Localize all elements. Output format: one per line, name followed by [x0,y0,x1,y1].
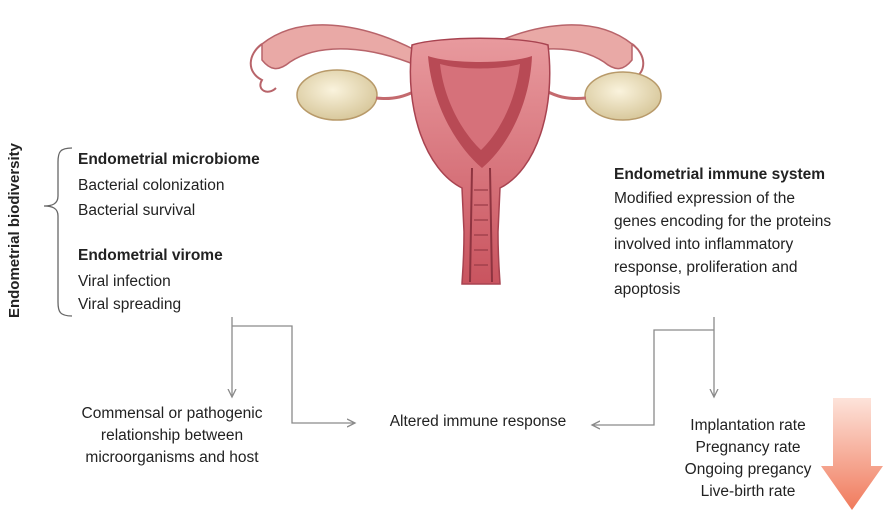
immune-line-5: apoptosis [614,280,680,300]
implantation-rate: Implantation rate [668,416,828,436]
decrease-arrow [821,398,883,510]
altered-immune-response: Altered immune response [362,412,594,432]
uterus-illustration [251,25,661,284]
right-connector [592,317,714,425]
live-birth-rate: Live-birth rate [668,482,828,502]
microbiome-item-survival: Bacterial survival [78,201,195,221]
left-fallopian-tube [262,25,418,69]
ongoing-pregnancy: Ongoing pregancy [668,460,828,480]
left-brace [44,148,72,316]
virome-item-infection: Viral infection [78,272,171,292]
immune-line-3: involved into inflammatory [614,235,793,255]
immune-line-4: response, proliferation and [614,258,798,278]
left-ovary [297,70,377,120]
virome-title: Endometrial virome [78,246,223,266]
immune-system-title: Endometrial immune system [614,165,825,185]
immune-line-1: Modified expression of the [614,189,795,209]
outcome-left-line-3: microorganisms and host [52,448,292,468]
outcome-left-line-1: Commensal or pathogenic [52,404,292,424]
microbiome-title: Endometrial microbiome [78,150,260,170]
side-label-container: Endometrial biodiversity [2,120,28,340]
pregnancy-rate: Pregnancy rate [668,438,828,458]
outcome-left-line-2: relationship between [52,426,292,446]
endometrial-biodiversity-label: Endometrial biodiversity [7,142,24,317]
virome-item-spreading: Viral spreading [78,295,181,315]
right-ovary [585,72,661,120]
immune-line-2: genes encoding for the proteins [614,212,831,232]
microbiome-item-colonization: Bacterial colonization [78,176,224,196]
